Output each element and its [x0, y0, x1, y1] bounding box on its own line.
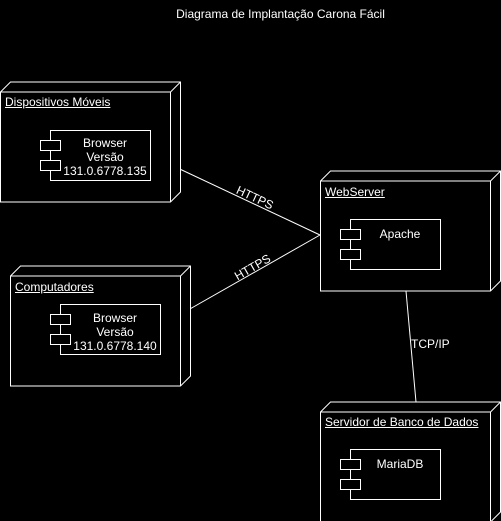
- component-computers-browser-label: Browser Versão 131.0.6778.140: [68, 311, 162, 353]
- component-mobile-line2: Versão: [86, 150, 124, 164]
- component-mobile-browser[interactable]: [40, 130, 151, 181]
- component-computers-browser[interactable]: [50, 304, 161, 355]
- component-computers-line3: 131.0.6778.140: [73, 339, 157, 353]
- node-webserver-name: WebServer: [325, 185, 385, 199]
- component-mobile-line3: 131.0.6778.135: [63, 164, 147, 178]
- edge-webserver-database[interactable]: [405, 290, 417, 403]
- node-mobile-name: Dispositivos Móveis: [5, 95, 111, 109]
- diagram-title: Diagrama de Implantação Carona Fácil: [176, 7, 385, 21]
- node-database-name: Servidor de Banco de Dados: [325, 415, 479, 429]
- edge-webserver-database-label: TCP/IP: [411, 337, 450, 351]
- component-apache-label: Apache: [379, 227, 421, 241]
- component-computers-line2: Versão: [96, 325, 134, 339]
- component-mariadb-label: MariaDB: [376, 457, 424, 471]
- node-computers-name: Computadores: [15, 280, 94, 294]
- component-mobile-line1: Browser: [82, 136, 127, 150]
- component-mariadb[interactable]: [340, 449, 441, 500]
- component-mobile-browser-label: Browser Versão 131.0.6778.135: [58, 136, 152, 178]
- component-computers-line1: Browser: [92, 311, 137, 325]
- component-apache[interactable]: [340, 219, 441, 270]
